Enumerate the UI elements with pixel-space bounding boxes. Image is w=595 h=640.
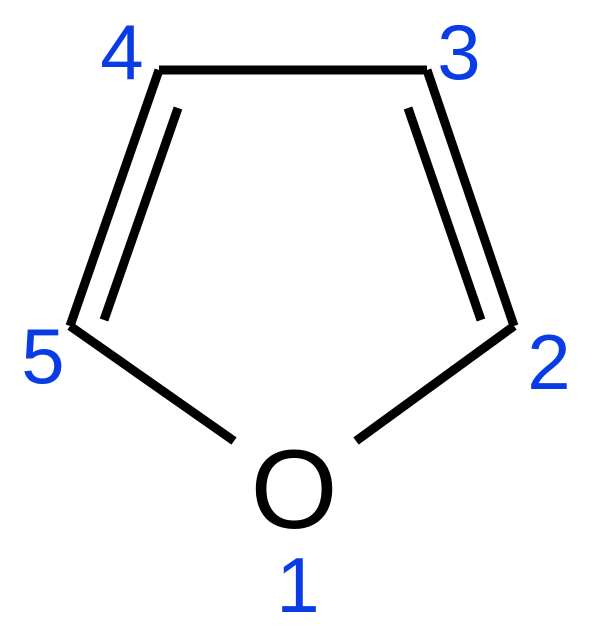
bond-o1-c5 bbox=[67, 322, 237, 445]
bond-c2-c3-inner-double bbox=[403, 106, 486, 322]
locant-5: 5 bbox=[21, 312, 64, 400]
locant-1: 1 bbox=[276, 541, 319, 629]
locant-4: 4 bbox=[100, 8, 143, 96]
oxygen-atom-label: O bbox=[250, 427, 337, 552]
bond-c2-o1 bbox=[353, 322, 517, 445]
bond-c5-c4 bbox=[65, 68, 164, 328]
locant-2: 2 bbox=[527, 318, 570, 406]
bond-c3-c2 bbox=[422, 68, 519, 328]
locant-3: 3 bbox=[437, 8, 480, 96]
bond-c4-c5-inner-double bbox=[99, 106, 183, 322]
